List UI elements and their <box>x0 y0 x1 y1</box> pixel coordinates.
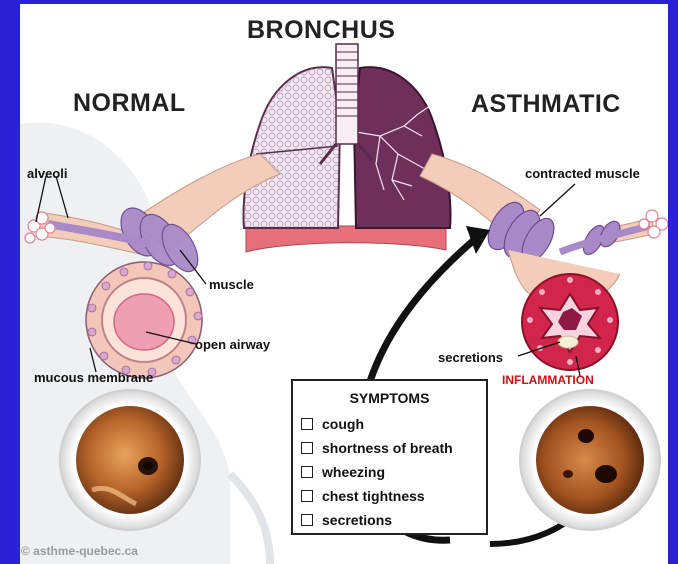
diaphragm <box>246 226 446 252</box>
normal-scope-image <box>60 390 200 530</box>
secretions-label: secretions <box>438 351 503 364</box>
symptoms-list: cough shortness of breath wheezing chest… <box>301 412 453 532</box>
asthmatic-lung <box>354 67 450 228</box>
symptom-label: secretions <box>322 512 392 528</box>
checkbox-icon <box>301 490 313 502</box>
muscle-label: muscle <box>209 278 254 291</box>
symptom-item: shortness of breath <box>301 436 453 460</box>
alveoli-label: alveoli <box>27 167 67 180</box>
symptom-label: chest tightness <box>322 488 425 504</box>
open-airway-label: open airway <box>195 338 270 351</box>
checkbox-icon <box>301 514 313 526</box>
diagram-panel: BRONCHUS NORMAL ASTHMATIC alveoli muscle… <box>20 4 668 564</box>
normal-heading: NORMAL <box>73 91 186 116</box>
checkbox-icon <box>301 442 313 454</box>
mucous-membrane-label: mucous membrane <box>34 371 153 384</box>
symptom-label: shortness of breath <box>322 440 453 456</box>
symptoms-box: SYMPTOMS cough shortness of breath wheez… <box>291 379 488 535</box>
checkbox-icon <box>301 418 313 430</box>
symptom-item: chest tightness <box>301 484 453 508</box>
checkbox-icon <box>301 466 313 478</box>
symptom-item: wheezing <box>301 460 453 484</box>
symptom-item: secretions <box>301 508 453 532</box>
diagram-title: BRONCHUS <box>247 18 395 43</box>
asthmatic-bronchus <box>420 154 654 370</box>
asthmatic-heading: ASTHMATIC <box>471 92 621 117</box>
inflammation-label: INFLAMMATION <box>502 374 594 386</box>
source-credit: © asthme-quebec.ca <box>21 544 138 558</box>
contracted-muscle-label: contracted muscle <box>525 167 640 180</box>
symptom-label: wheezing <box>322 464 385 480</box>
symptom-item: cough <box>301 412 453 436</box>
symptoms-title: SYMPTOMS <box>293 390 486 406</box>
symptom-label: cough <box>322 416 364 432</box>
asthmatic-scope-image <box>520 390 660 530</box>
